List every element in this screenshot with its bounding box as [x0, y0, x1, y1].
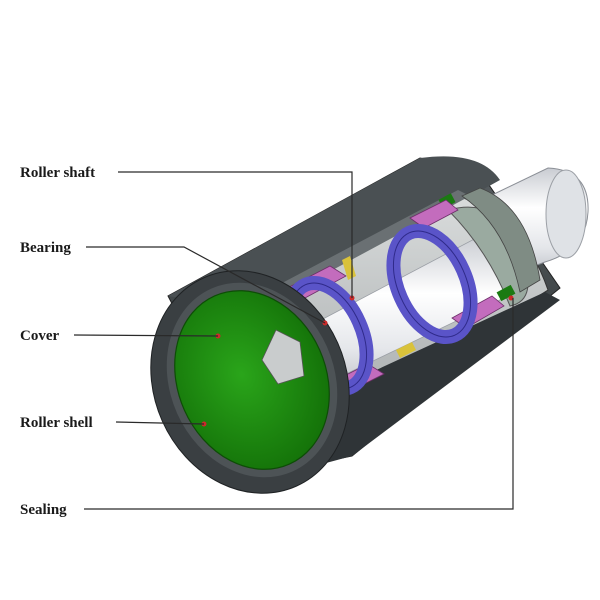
leader-roller-shaft	[118, 171, 353, 298]
leader-sealing	[84, 298, 514, 510]
label-roller-shell: Roller shell	[20, 415, 93, 431]
label-roller-shaft: Roller shaft	[20, 165, 95, 181]
right-seal	[438, 187, 541, 307]
leader-cover	[73, 334, 219, 337]
leader-bearing	[86, 246, 326, 324]
marker-sealing	[508, 295, 514, 301]
callout-labels: Roller shaft Bearing Cover Roller shell …	[20, 165, 95, 518]
label-sealing: Sealing	[20, 502, 67, 518]
leader-lines	[73, 171, 514, 510]
leader-roller-shell	[115, 421, 205, 425]
label-bearing: Bearing	[20, 240, 71, 256]
label-cover: Cover	[20, 328, 59, 344]
cover	[174, 290, 330, 470]
